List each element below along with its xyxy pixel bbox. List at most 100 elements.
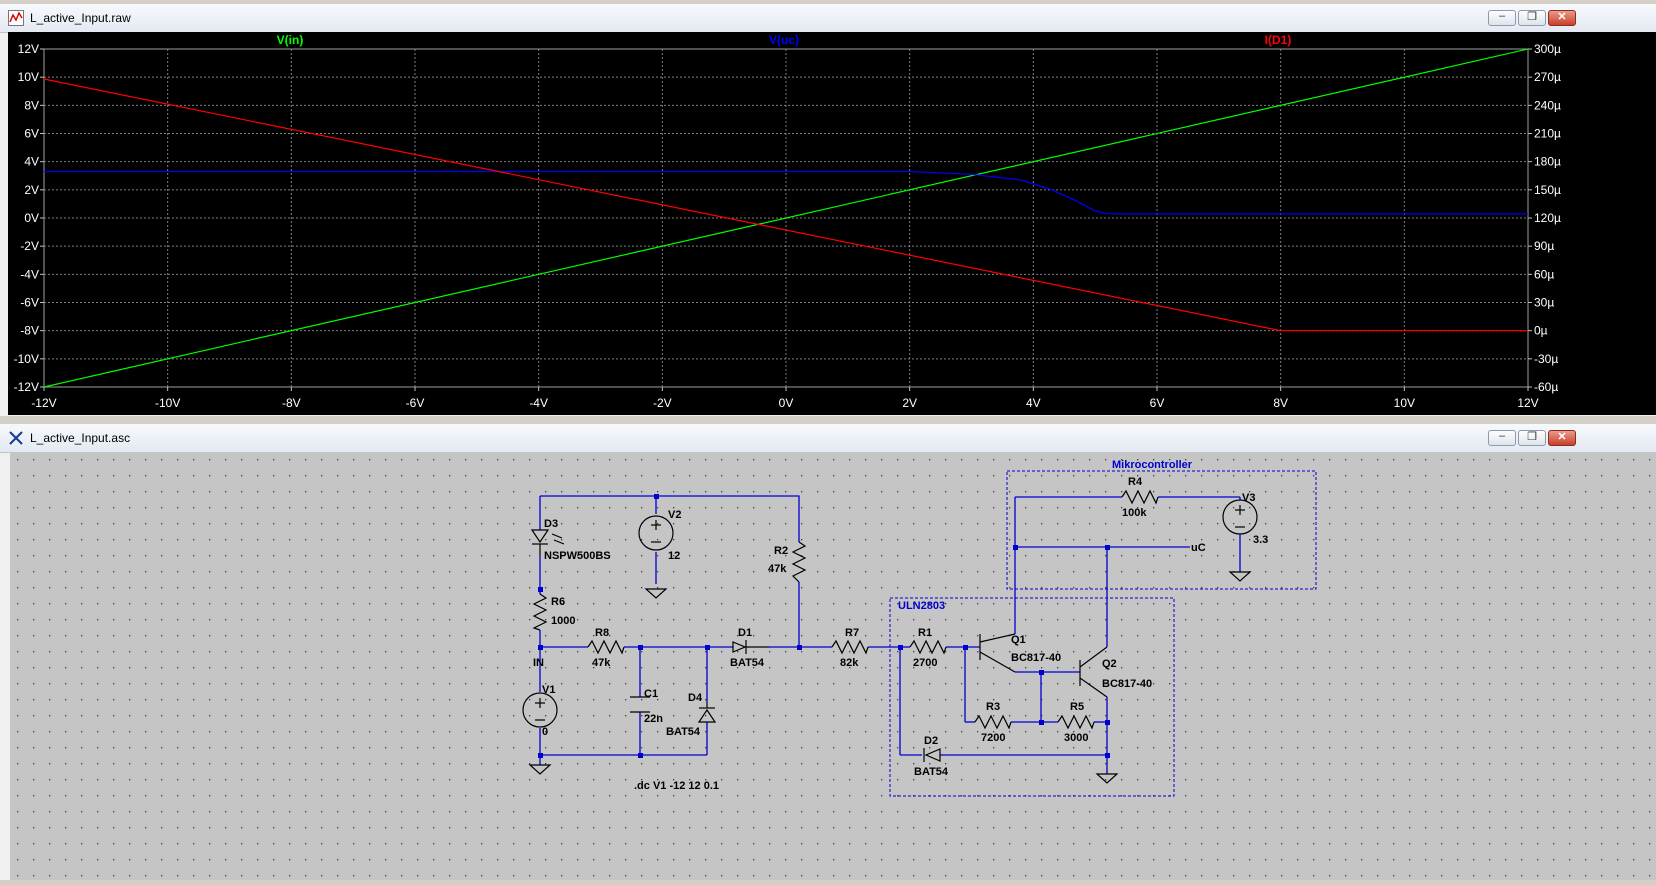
y-left-tick-label: -4V	[20, 267, 39, 281]
restore-button[interactable]: ❐	[1518, 10, 1546, 26]
y-right-tick-label: 210µ	[1534, 127, 1561, 141]
y-left-tick-label: -12V	[14, 380, 39, 394]
x-tick-label: -2V	[653, 396, 672, 410]
plot-area[interactable]: -12V -10V -8V -6V -4V -2V 0V 2V 4V 6V 8V 10V 12V 12V 1…	[8, 32, 1656, 415]
waveform-plot[interactable]: -12V -10V -8V -6V -4V -2V 0V 2V 4V 6V 8V 10V 12V 12V 1…	[8, 32, 1656, 415]
v3-value: 3.3	[1253, 534, 1268, 546]
schematic-app-icon	[9, 431, 23, 445]
d3-label: D3	[544, 518, 558, 530]
x-tick-label: 10V	[1394, 396, 1415, 410]
q1-label: Q1	[1011, 634, 1026, 646]
y-right-tick-label: -60µ	[1534, 380, 1558, 394]
x-tick-label: -6V	[406, 396, 425, 410]
y-left-tick-label: 6V	[24, 127, 39, 141]
y-left-tick-label: 12V	[18, 42, 39, 56]
waveform-app-icon	[8, 10, 24, 26]
d4-value: BAT54	[666, 726, 701, 738]
minimize-button[interactable]: –	[1488, 10, 1516, 26]
y-left-tick-label: -10V	[14, 352, 39, 366]
r1-label: R1	[918, 627, 932, 639]
r4-label: R4	[1128, 476, 1143, 488]
minimize-button[interactable]: –	[1488, 430, 1516, 446]
close-button[interactable]: ✕	[1548, 430, 1576, 446]
uln2803-label: ULN2803	[898, 600, 945, 612]
y-right-tick-label: 180µ	[1534, 155, 1561, 169]
r2-value: 47k	[768, 563, 787, 575]
r8-label: R8	[595, 627, 609, 639]
uc-net-label: uC	[1191, 542, 1206, 554]
c1-value: 22n	[644, 713, 663, 725]
r4-value: 100k	[1122, 507, 1147, 519]
x-tick-label: -12V	[31, 396, 56, 410]
schematic-titlebar[interactable]: L_active_Input.asc – ❐ ✕	[0, 424, 1656, 453]
y-left-tick-label: 10V	[18, 70, 39, 84]
y-left-tick-label: 2V	[24, 183, 39, 197]
close-icon: ✕	[1557, 11, 1567, 23]
r7-label: R7	[845, 627, 859, 639]
y-left-tick-label: -8V	[20, 324, 39, 338]
x-tick-label: -8V	[282, 396, 301, 410]
y-left-tick-label: 8V	[24, 98, 39, 112]
y-right-tick-label: 90µ	[1534, 239, 1554, 253]
q2-label: Q2	[1102, 658, 1117, 670]
x-tick-label: 8V	[1273, 396, 1288, 410]
y-right-tick-label: 270µ	[1534, 70, 1561, 84]
in-net-label: IN	[533, 657, 544, 669]
r6-label: R6	[551, 596, 565, 608]
dc-directive[interactable]: .dc V1 -12 12 0.1	[634, 780, 719, 792]
v1-value: 0	[542, 726, 548, 738]
waveform-titlebar[interactable]: L_active_Input.raw – ❐ ✕	[0, 4, 1656, 33]
d1-value: BAT54	[730, 657, 765, 669]
d1-label: D1	[738, 627, 752, 639]
q1-value: BC817-40	[1011, 652, 1061, 664]
waveform-window-title: L_active_Input.raw	[30, 11, 131, 25]
y-right-tick-label: 150µ	[1534, 183, 1561, 197]
minimize-icon: –	[1498, 430, 1506, 442]
r5-label: R5	[1070, 701, 1084, 713]
v3-label: V3	[1242, 492, 1255, 504]
schematic-background	[10, 452, 1656, 880]
x-tick-label: -4V	[529, 396, 548, 410]
y-right-tick-label: 30µ	[1534, 296, 1554, 310]
minimize-icon: –	[1498, 10, 1506, 22]
y-left-tick-label: -6V	[20, 296, 39, 310]
d4-label: D4	[688, 692, 703, 704]
r3-label: R3	[986, 701, 1000, 713]
legend-entry: I(D1)	[1265, 33, 1292, 47]
legend-entry: V(uc)	[769, 33, 799, 47]
y-left-tick-label: 0V	[24, 211, 39, 225]
uln2803-box	[889, 597, 1175, 797]
y-left-tick-label: -2V	[20, 239, 39, 253]
y-right-tick-label: 300µ	[1534, 42, 1561, 56]
x-tick-label: 12V	[1517, 396, 1538, 410]
y-right-tick-label: 240µ	[1534, 98, 1561, 112]
r5-value: 3000	[1064, 732, 1088, 744]
trace-v-in-	[43, 48, 1529, 388]
schematic-canvas[interactable]: D3 NSPW500BS V2 12 R2 47k R6 1000 R8 47k…	[10, 452, 1656, 880]
junctions	[538, 494, 1110, 758]
mikrocontroller-label: Mikrocontroller	[1112, 459, 1193, 471]
mikrocontroller-box	[1006, 470, 1317, 590]
schematic-drawing[interactable]: D3 NSPW500BS V2 12 R2 47k R6 1000 R8 47k…	[10, 452, 1656, 880]
v2-label: V2	[668, 509, 681, 521]
c1-label: C1	[644, 688, 658, 700]
restore-button[interactable]: ❐	[1518, 430, 1546, 446]
restore-icon: ❐	[1527, 431, 1537, 443]
axes: -12V -10V -8V -6V -4V -2V 0V 2V 4V 6V 8V 10V 12V 12V 1…	[14, 42, 1561, 410]
y-left-tick-label: 4V	[24, 155, 39, 169]
r7-value: 82k	[840, 657, 859, 669]
d2-label: D2	[924, 735, 938, 747]
x-tick-label: 0V	[779, 396, 794, 410]
d3-value: NSPW500BS	[544, 550, 611, 562]
q2-value: BC817-40	[1102, 678, 1152, 690]
x-tick-label: 2V	[902, 396, 917, 410]
restore-icon: ❐	[1527, 11, 1537, 23]
v1-label: V1	[542, 684, 555, 696]
y-right-tick-label: 120µ	[1534, 211, 1561, 225]
trace-v-uc-	[44, 170, 1528, 215]
x-tick-label: -10V	[155, 396, 180, 410]
close-button[interactable]: ✕	[1548, 10, 1576, 26]
x-tick-label: 4V	[1026, 396, 1041, 410]
trace-i-d1-	[43, 78, 1528, 332]
components	[522, 489, 1258, 784]
